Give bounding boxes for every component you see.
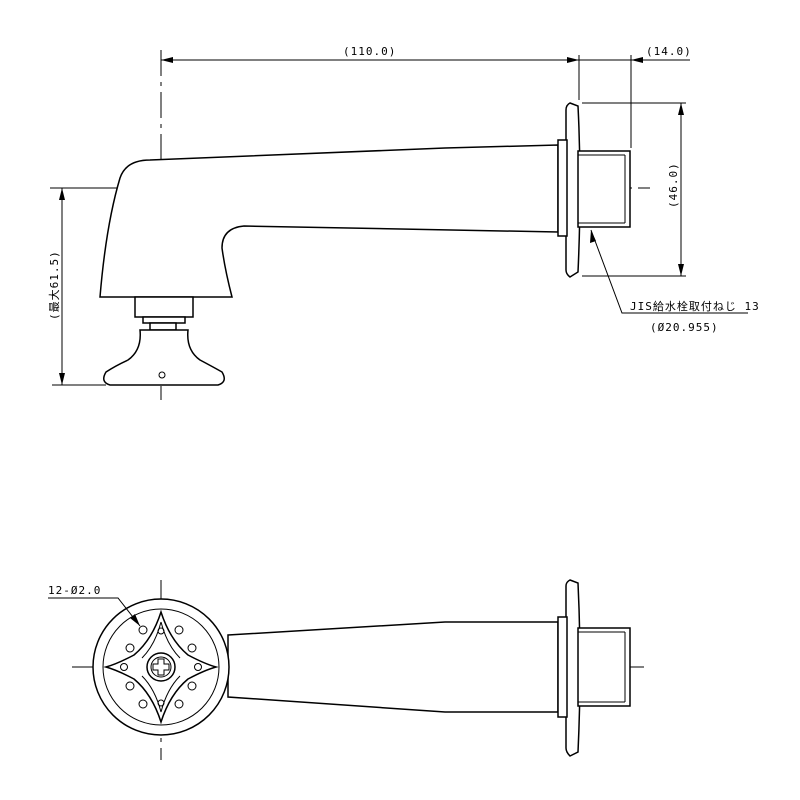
hole bbox=[125, 681, 135, 691]
hole bbox=[125, 643, 135, 653]
hole bbox=[194, 663, 202, 671]
cross-ridge bbox=[141, 621, 181, 713]
hole-pattern bbox=[120, 625, 202, 709]
hole bbox=[138, 699, 148, 709]
stem-neck bbox=[142, 316, 186, 324]
dim-arrow-flange-top bbox=[678, 103, 684, 115]
dim-arrow-left bbox=[161, 57, 173, 63]
top-flange-collar bbox=[557, 616, 568, 718]
stem-cap bbox=[134, 296, 194, 318]
dim-arrow-thread-right bbox=[631, 57, 643, 63]
hole bbox=[138, 625, 148, 635]
hole bbox=[120, 663, 128, 671]
dim-arrow-flange-bottom bbox=[678, 264, 684, 276]
cross-handle-side bbox=[103, 329, 225, 386]
thread-spec-label: JIS給水栓取付ねじ 13 bbox=[630, 299, 760, 313]
hole bbox=[187, 681, 197, 691]
dim-overall-length: (110.0) bbox=[343, 45, 396, 58]
hole bbox=[174, 699, 184, 709]
dim-flange-height: (46.0) bbox=[667, 162, 680, 208]
hole bbox=[157, 699, 165, 707]
top-spout-body bbox=[227, 621, 559, 713]
screw-cross-icon bbox=[152, 658, 170, 676]
dim-thread-length: (14.0) bbox=[646, 45, 692, 58]
dim-max-height: (最大61.5) bbox=[47, 250, 61, 320]
holes-label: 12-Ø2.0 bbox=[48, 584, 101, 597]
dim-arrow-right bbox=[567, 57, 579, 63]
hole bbox=[187, 643, 197, 653]
top-threaded-connector bbox=[577, 627, 631, 707]
hole bbox=[174, 625, 184, 635]
flange-collar bbox=[557, 139, 568, 237]
thread-diameter-label: (Ø20.955) bbox=[650, 321, 719, 334]
spout-body bbox=[99, 144, 559, 298]
handle-inner-ring bbox=[102, 608, 220, 726]
leader-arrow-holes bbox=[130, 614, 140, 626]
dim-arrow-max-bottom bbox=[59, 373, 65, 385]
top-view: 12-Ø2.0 bbox=[48, 579, 650, 760]
stem bbox=[149, 322, 177, 331]
leader-thread bbox=[590, 229, 748, 314]
handle-hole-side bbox=[158, 371, 166, 379]
threaded-connector bbox=[577, 150, 631, 228]
leader-arrow-thread bbox=[590, 230, 596, 243]
hole bbox=[157, 627, 165, 635]
side-view: (110.0) (14.0) (46.0) (最大61.5) JIS給水栓取付ね… bbox=[47, 45, 760, 400]
dim-arrow-max-top bbox=[59, 188, 65, 200]
screw-head-inner bbox=[150, 656, 172, 678]
